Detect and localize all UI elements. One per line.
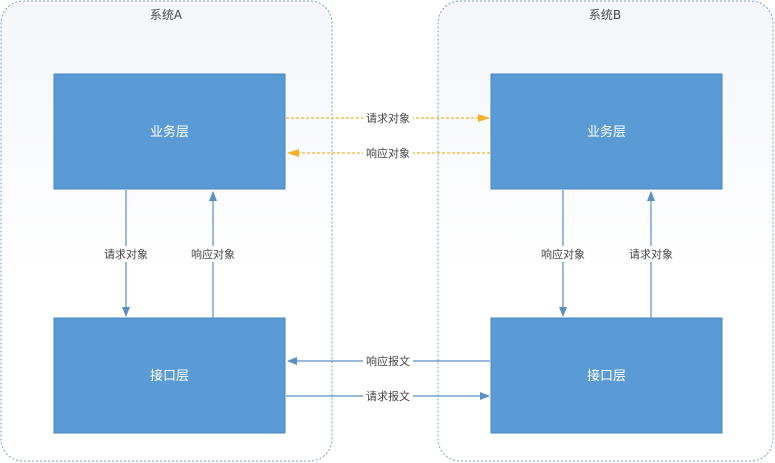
system-a-interface-box [53,317,286,434]
system-b-title: 系统B [589,8,621,22]
system-a-business-label: 业务层 [150,124,189,140]
system-a-interface-layer: 接口层 [53,317,286,434]
interface-response-label: 响应报文 [366,354,410,368]
label-bg [363,388,413,404]
business-request-label: 请求对象 [366,111,410,125]
system-b-interface-box [490,317,723,434]
system-b-down-arrow-label: 响应对象 [541,247,585,261]
system-a-request-arrow: 请求对象 [102,190,150,317]
system-a-down-arrow-label: 请求对象 [104,247,148,261]
system-a-interface-label: 接口层 [150,368,189,384]
system-a-response-arrow: 响应对象 [189,191,237,318]
label-bg [363,110,413,126]
label-bg [363,353,413,369]
system-b-business-box [490,73,723,190]
interface-request-label: 请求报文 [366,389,410,403]
label-bg [539,246,587,262]
system-a-up-arrow-label: 响应对象 [191,247,235,261]
system-b-business-layer: 业务层 [490,73,723,190]
system-b-interface-layer: 接口层 [490,317,723,434]
business-response-label: 响应对象 [366,146,410,160]
system-a-business-box [53,73,286,190]
system-b-up-arrow-label: 请求对象 [629,247,673,261]
business-request-arrow: 请求对象 [286,110,490,126]
label-bg [627,246,675,262]
label-bg [102,246,150,262]
system-a-title: 系统A [150,8,183,22]
interface-response-arrow: 响应报文 [287,353,490,369]
business-response-arrow: 响应对象 [287,145,490,161]
label-bg [363,145,413,161]
system-b-request-arrow: 请求对象 [627,191,675,318]
interface-request-arrow: 请求报文 [286,388,490,404]
label-bg [189,246,237,262]
system-b-response-arrow: 响应对象 [539,190,587,317]
system-b-interface-label: 接口层 [587,368,626,384]
system-a-business-layer: 业务层 [53,73,286,190]
system-b-business-label: 业务层 [587,124,626,140]
